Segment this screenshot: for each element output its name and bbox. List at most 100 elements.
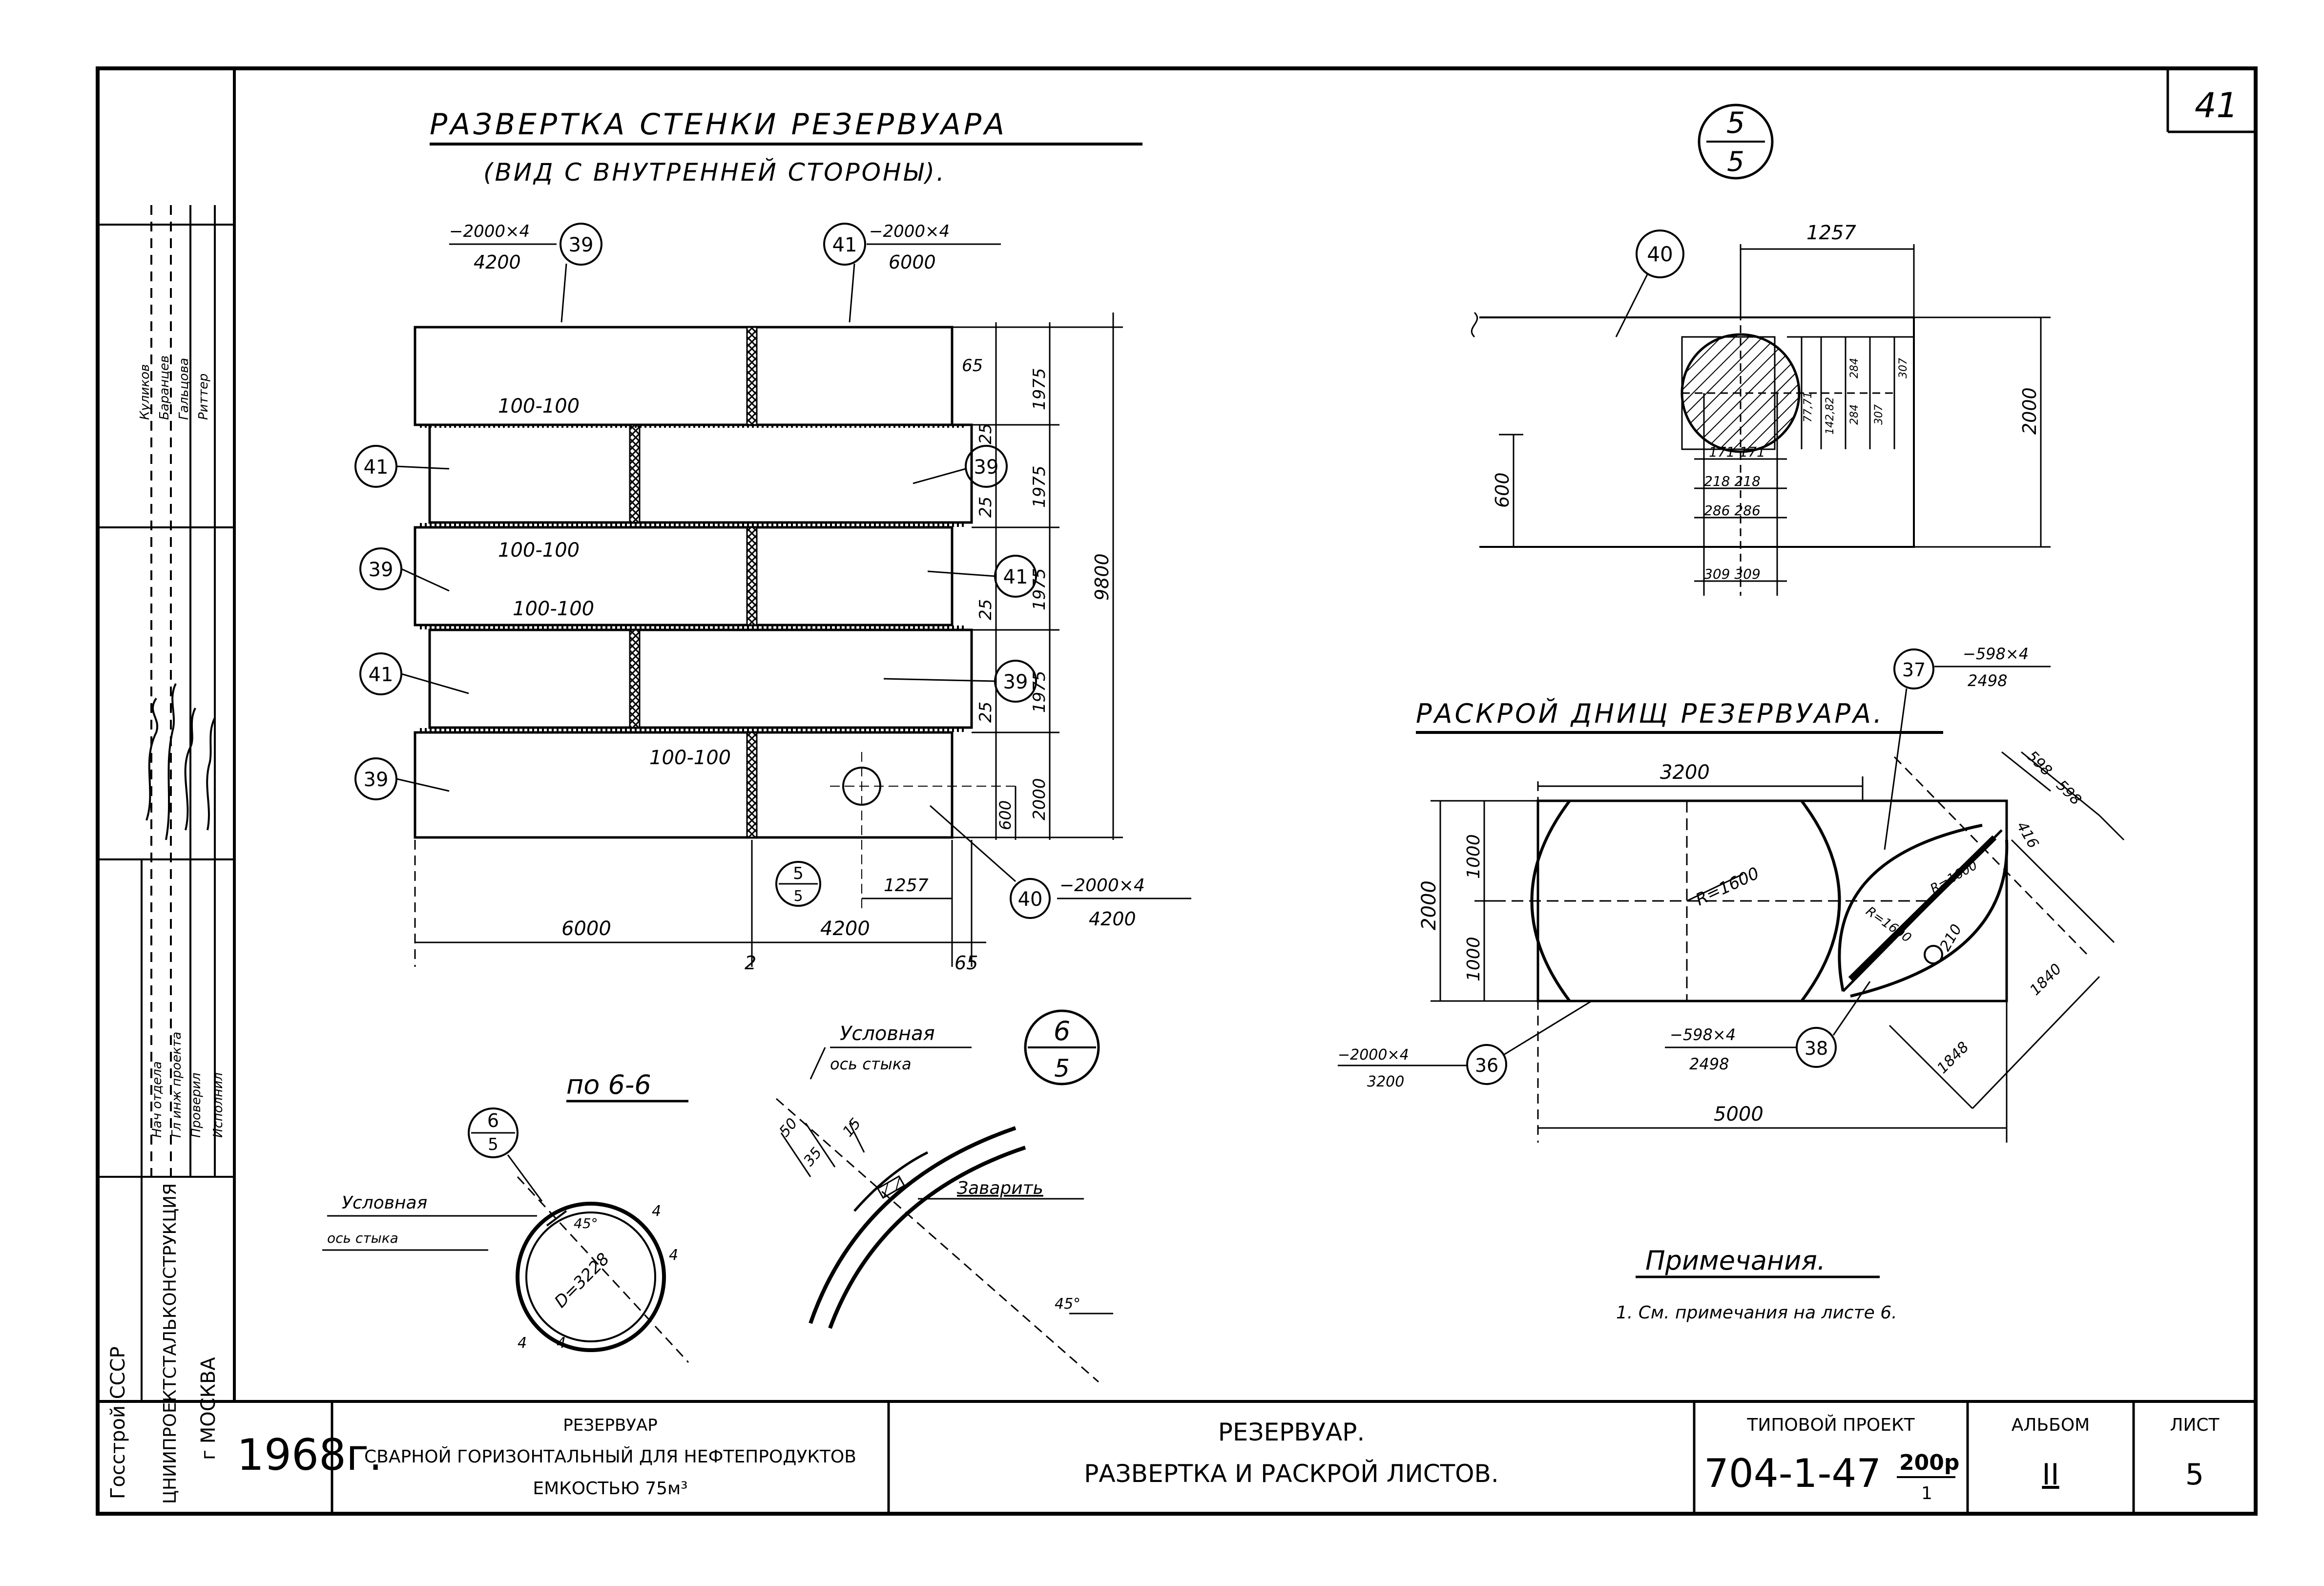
album-value: II	[2042, 1458, 2059, 1492]
bottom-width-top: 3200	[1660, 761, 1710, 784]
svg-text:−598×4: −598×4	[1670, 1025, 1736, 1044]
svg-text:77,71: 77,71	[1802, 392, 1814, 422]
bottom-radius: R=1600	[1693, 863, 1763, 910]
hole-horizontal-dim: 1257	[884, 876, 929, 896]
section-ref-5-5-small: 5 5	[775, 861, 821, 907]
project-frac-top: 200р	[1899, 1450, 1959, 1475]
wall-development: РАЗВЕРТКА СТЕНКИ РЕЗЕРВУАРА (ВИД С ВНУТР…	[354, 107, 1191, 974]
svg-text:309 309: 309 309	[1704, 566, 1761, 582]
svg-text:5: 5	[793, 888, 803, 905]
callout-40: 40 −2000×4 4200	[930, 805, 1191, 930]
wall-plates	[414, 326, 973, 839]
svg-text:−2000×4: −2000×4	[1059, 876, 1145, 896]
stamp-org-1: Госстрой СССР	[107, 1346, 129, 1499]
stamp-role-1: Нач отдела	[150, 1061, 165, 1138]
bottom-half-1: 1000	[1464, 834, 1484, 879]
svg-text:4: 4	[652, 1203, 661, 1220]
svg-text:25: 25	[976, 599, 996, 620]
bottom-half-2: 1000	[1464, 937, 1484, 981]
bottom-dims	[414, 840, 986, 967]
svg-text:50: 50	[776, 1115, 801, 1140]
svg-text:Условная: Условная	[840, 1023, 935, 1045]
svg-text:40: 40	[1647, 242, 1673, 266]
sheet-frame	[96, 66, 2258, 1516]
svg-text:15: 15	[839, 1115, 864, 1140]
svg-text:41: 41	[369, 664, 394, 686]
callout-37: 37 −598×4 2498	[1884, 645, 2051, 850]
wall-subtitle: (ВИД С ВНУТРЕННЕЙ СТОРОНЫ).	[483, 158, 946, 187]
stamp-role-2: Гл инж проекта	[169, 1032, 184, 1138]
svg-text:39: 39	[974, 456, 999, 479]
notes: Примечания. 1. См. примечания на листе 6…	[1616, 1245, 1897, 1323]
svg-text:5: 5	[488, 1135, 498, 1154]
left-plate-marks: 41 39 41 39	[354, 445, 469, 800]
svg-text:6000: 6000	[889, 251, 936, 273]
svg-text:−2000×4: −2000×4	[869, 222, 950, 241]
callout-38: 38 −598×4 2498	[1665, 981, 1871, 1073]
stamp-city: г МОСКВА	[197, 1357, 220, 1460]
svg-text:25: 25	[976, 702, 996, 723]
svg-text:142,82: 142,82	[1824, 397, 1836, 435]
svg-text:3200: 3200	[1367, 1073, 1404, 1090]
wall-hole	[830, 752, 1017, 908]
signatures	[145, 683, 216, 840]
wall-welds	[629, 326, 758, 838]
product-line-3: ЕМКОСТЬЮ 75м³	[533, 1479, 687, 1499]
section-6-6: по 6-6 6 5 Условная ось стыка 45° D=3228…	[322, 1069, 689, 1363]
svg-text:39: 39	[369, 559, 394, 581]
bottom-total: 5000	[1714, 1103, 1764, 1126]
title-block: 1968г. РЕЗЕРВУАР СВАРНОЙ ГОРИЗОНТАЛЬНЫЙ …	[237, 1401, 2220, 1514]
svg-text:4: 4	[669, 1247, 678, 1264]
dim-65: 65	[954, 952, 978, 974]
svg-text:25: 25	[976, 497, 996, 518]
svg-text:D=3228: D=3228	[551, 1249, 613, 1312]
stamp-role-3: Проверил	[189, 1073, 204, 1138]
svg-text:−598×4: −598×4	[1963, 645, 2029, 663]
album-label: АЛЬБОМ	[2012, 1415, 2090, 1435]
svg-text:5: 5	[793, 864, 804, 883]
sheet-label: ЛИСТ	[2170, 1415, 2220, 1435]
svg-text:284: 284	[1848, 358, 1861, 378]
callout-36: 36 −2000×4 3200	[1338, 1000, 1592, 1090]
svg-text:45°: 45°	[1055, 1295, 1080, 1313]
svg-text:36: 36	[1475, 1055, 1498, 1076]
project-number: 704-1-47	[1704, 1451, 1881, 1496]
svg-text:2000: 2000	[1030, 778, 1049, 820]
dim-6000: 6000	[561, 918, 611, 940]
svg-text:1848: 1848	[1934, 1039, 1972, 1077]
svg-text:39: 39	[1003, 671, 1028, 693]
dim-4200: 4200	[820, 918, 870, 940]
detail-left-dim: 600	[1492, 472, 1513, 508]
svg-text:598: 598	[2023, 748, 2055, 779]
notes-text: 1. См. примечания на листе 6.	[1616, 1303, 1897, 1323]
sheet-title-2: РАЗВЕРТКА И РАСКРОЙ ЛИСТОВ.	[1084, 1459, 1498, 1488]
svg-text:286 286: 286 286	[1704, 502, 1761, 519]
svg-text:40: 40	[1018, 888, 1043, 911]
diagonal-cut	[1838, 824, 2009, 998]
wall-horizontal-welds	[420, 424, 967, 732]
svg-text:307: 307	[1897, 358, 1909, 378]
callout-39-top: −2000×4 4200 39	[449, 222, 602, 323]
stamp-org-2: ЦНИИПРОЕКТСТАЛЬКОНСТРУКЦИЯ	[160, 1183, 180, 1504]
svg-text:6: 6	[487, 1110, 499, 1131]
svg-text:Заварить: Заварить	[957, 1178, 1043, 1198]
bottom-height: 2000	[1418, 880, 1440, 930]
product-line-1: РЕЗЕРВУАР	[563, 1416, 658, 1435]
project-label: ТИПОВОЙ ПРОЕКТ	[1746, 1415, 1915, 1435]
svg-text:ось стыка: ось стыка	[327, 1230, 398, 1246]
svg-text:−2000×4: −2000×4	[1338, 1046, 1409, 1064]
svg-text:R=1600: R=1600	[1928, 858, 1980, 897]
svg-text:39: 39	[364, 769, 389, 791]
svg-text:5: 5	[1054, 1054, 1070, 1083]
svg-text:218 218: 218 218	[1704, 473, 1761, 489]
detail-5-5: 5 5 40 1257 2000 600	[1471, 104, 2051, 596]
overlap-label-4: 100-100	[649, 747, 731, 769]
side-stamp: Куликов Баранцев Гальцова Риттер Нач отд…	[98, 205, 234, 1504]
svg-text:39: 39	[569, 234, 594, 256]
svg-text:6: 6	[1054, 1016, 1070, 1046]
svg-text:1975: 1975	[1030, 670, 1049, 713]
svg-text:2498: 2498	[1968, 671, 2007, 690]
svg-text:45°: 45°	[574, 1215, 598, 1231]
joint-detail: Условная ось стыка 6 5 50 35 15 Заварить…	[776, 1009, 1113, 1383]
